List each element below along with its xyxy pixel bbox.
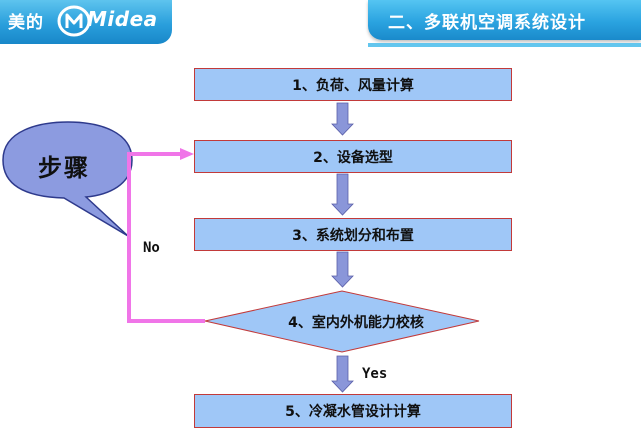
arrow-3-to-4 <box>331 251 354 288</box>
step-5-label: 5、冷凝水管设计计算 <box>285 404 421 420</box>
yes-edge-label: Yes <box>362 366 388 382</box>
decision-diamond <box>204 290 480 353</box>
brand-name-cn: 美的 <box>8 13 44 33</box>
step-2-label: 2、设备选型 <box>313 149 393 166</box>
steps-callout-bubble <box>2 121 133 237</box>
no-feedback-loop <box>127 148 205 323</box>
arrow-1-to-2 <box>331 102 354 136</box>
brand-name-en: Midea <box>87 7 158 31</box>
loop-arrowhead-icon <box>180 148 194 160</box>
section-title-bar: 二、多联机空调系统设计 <box>368 0 641 40</box>
brand-logo-bar: 美的 Midea <box>0 0 172 44</box>
section-title: 二、多联机空调系统设计 <box>388 13 586 33</box>
midea-logo-icon <box>57 5 91 37</box>
arrow-4-to-5 <box>331 355 354 393</box>
step-4-capacity-check-label: 4、室内外机能力校核 <box>288 315 424 331</box>
no-edge-label: No <box>143 240 160 256</box>
steps-callout-label: 步骤 <box>38 154 90 182</box>
title-underline-divider <box>368 43 641 47</box>
step-1-load-airflow-box: 1、负荷、风量计算 <box>194 68 512 101</box>
step-1-label: 1、负荷、风量计算 <box>292 77 414 94</box>
step-3-system-layout-box: 3、系统划分和布置 <box>194 218 512 251</box>
step-2-equipment-selection-box: 2、设备选型 <box>194 140 512 173</box>
step-5-condensate-pipe-box: 5、冷凝水管设计计算 <box>194 394 512 428</box>
step-3-label: 3、系统划分和布置 <box>292 227 414 244</box>
arrow-2-to-3 <box>331 173 354 216</box>
